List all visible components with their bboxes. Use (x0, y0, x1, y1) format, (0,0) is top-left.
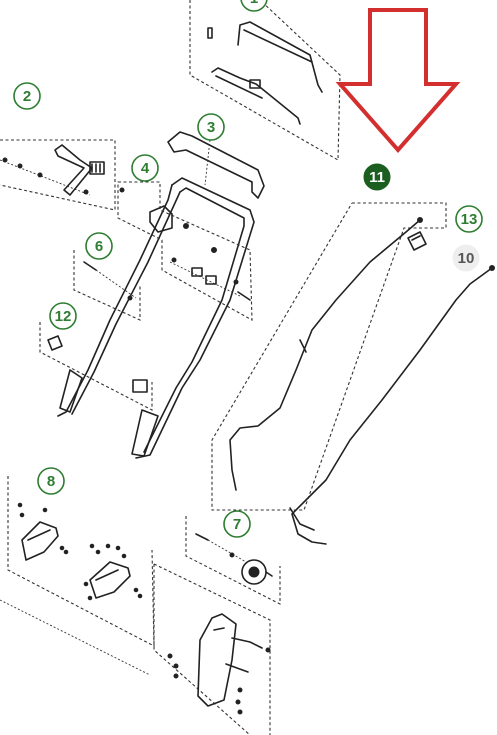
lever-part (54, 144, 93, 196)
callout-circle (363, 163, 391, 191)
callout-circle (13, 82, 41, 110)
handle-bar-part (237, 21, 323, 93)
knob-part (132, 379, 148, 393)
part-group-4[interactable] (117, 181, 253, 321)
callout-label: 6 (95, 238, 103, 255)
callout-2[interactable]: 2 (13, 82, 41, 110)
callout-12[interactable]: 12 (49, 302, 77, 330)
callout-6[interactable]: 6 (85, 232, 113, 260)
callout-circle (455, 205, 483, 233)
lower-bracket-part (197, 613, 237, 707)
down-arrow-indicator (335, 8, 461, 154)
part-group-3[interactable] (167, 131, 265, 199)
mount-bracket-right-part (89, 561, 131, 599)
cable-10-part (291, 267, 493, 545)
top-grip-part (167, 131, 265, 199)
callout-circle (85, 232, 113, 260)
small-pin-part (207, 27, 213, 39)
callout-circle (49, 302, 77, 330)
mount-bracket-left-part (21, 521, 59, 561)
callout-label: 4 (141, 160, 150, 177)
callout-label: 11 (369, 169, 385, 186)
callout-label: 12 (55, 308, 72, 325)
linkage-rod-part (211, 67, 301, 125)
bracket-part (149, 205, 173, 233)
callout-circle (240, 0, 268, 12)
callout-label: 3 (207, 119, 215, 136)
callout-7[interactable]: 7 (223, 510, 251, 538)
callout-8[interactable]: 8 (37, 467, 65, 495)
callout-circle (37, 467, 65, 495)
cable-11-part (229, 219, 421, 491)
callout-label: 13 (461, 211, 478, 228)
part-group-12[interactable] (39, 322, 153, 411)
callout-layer: 123467810111213 (13, 0, 483, 538)
part-13[interactable] (407, 231, 427, 251)
spring-part (89, 161, 105, 175)
part-group-7[interactable] (185, 516, 281, 605)
callout-4[interactable]: 4 (131, 154, 159, 182)
lower-bracket-group[interactable] (153, 563, 271, 735)
handle-frame (57, 177, 255, 459)
callout-circle (452, 244, 480, 272)
callout-circle (223, 510, 251, 538)
clip-part (249, 79, 261, 89)
callout-label: 1 (250, 0, 258, 7)
callout-label: 8 (47, 473, 55, 490)
callout-1[interactable]: 1 (240, 0, 268, 12)
part-group-11[interactable] (211, 202, 447, 511)
callout-label: 2 (23, 88, 31, 105)
callout-10[interactable]: 10 (452, 244, 480, 272)
callout-label: 10 (458, 250, 475, 267)
clip-12-part (47, 335, 63, 351)
callout-circle (197, 113, 225, 141)
callout-circle (131, 154, 159, 182)
callout-13[interactable]: 13 (455, 205, 483, 233)
part-group-6[interactable] (73, 250, 141, 321)
part-group-8[interactable] (0, 476, 155, 676)
callout-11[interactable]: 11 (363, 163, 391, 191)
part-group-1[interactable] (189, 0, 341, 161)
part-group-2[interactable] (0, 139, 116, 211)
part-10[interactable] (289, 265, 495, 545)
callout-label: 7 (233, 516, 241, 533)
callout-3[interactable]: 3 (197, 113, 225, 141)
